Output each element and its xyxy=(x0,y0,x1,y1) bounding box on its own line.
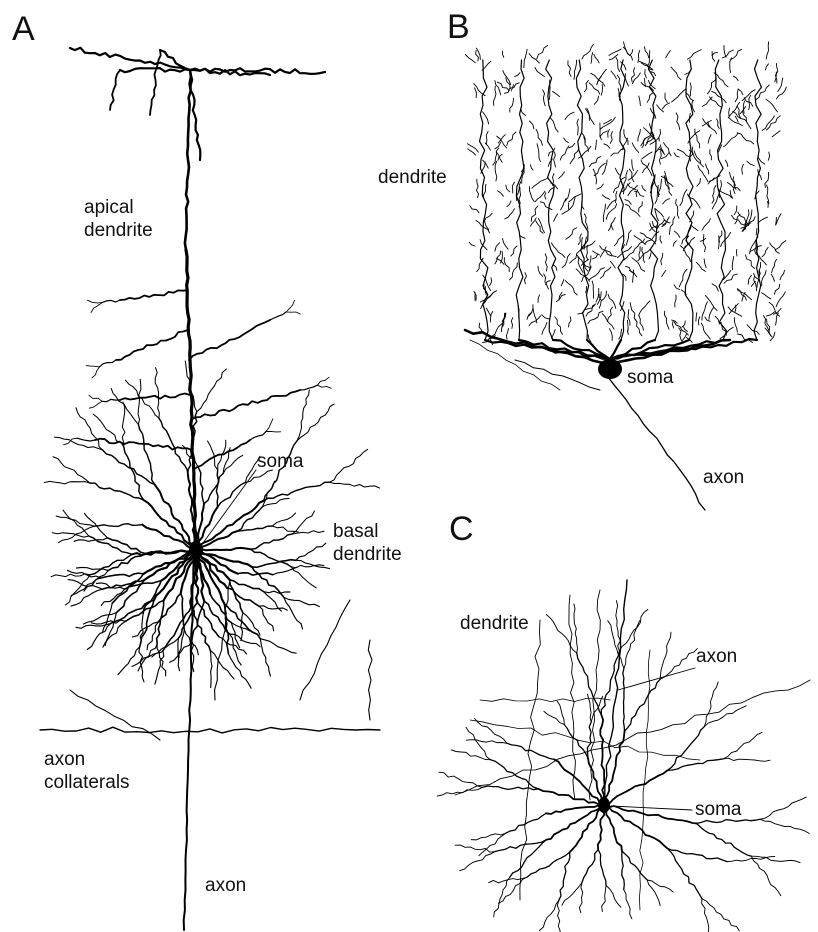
stellate-dendrite xyxy=(482,786,538,790)
stellate-dendrite xyxy=(667,848,727,861)
stellate-dendrite xyxy=(570,805,604,852)
panel-c-axon-label: axon xyxy=(696,645,737,668)
stellate-dendrite xyxy=(647,880,673,892)
stellate-dendrite xyxy=(624,890,632,919)
stellate-dendrite xyxy=(751,856,780,896)
stellate-dendrite xyxy=(723,758,770,761)
stellate-dendrite xyxy=(475,719,507,744)
stellate-dendrite xyxy=(557,701,567,728)
stellate-dendrite xyxy=(527,852,569,877)
panel-a-axon-collaterals-label: axon collaterals xyxy=(44,748,130,794)
panel-a-soma-label: soma xyxy=(257,450,303,473)
stellate-dendrite xyxy=(495,840,546,852)
stellate-dendrite xyxy=(625,679,661,731)
panel-a-letter: A xyxy=(12,12,35,46)
stellate-dendrite xyxy=(727,857,775,862)
stellate-dendrite xyxy=(539,900,559,930)
stellate-dendrite xyxy=(622,851,647,880)
stellate-fiber xyxy=(480,698,610,702)
stellate-dendrite xyxy=(439,772,483,787)
stellate-dendrite xyxy=(437,787,482,796)
panel-a-apical-dendrite-label: apical dendrite xyxy=(84,196,153,242)
stellate-dendrite xyxy=(598,850,606,886)
stellate-fiber xyxy=(569,595,576,800)
stellate-dendrite xyxy=(567,728,588,758)
stellate-dendrite xyxy=(702,899,712,932)
stellate-dendrite xyxy=(559,852,570,900)
stellate-dendrite xyxy=(546,805,604,814)
stellate-dendrite xyxy=(723,732,762,759)
stellate-dendrite xyxy=(510,840,547,878)
stellate-fiber xyxy=(520,620,540,900)
stellate-dendrite xyxy=(660,632,671,679)
stellate-fiber xyxy=(455,680,810,795)
stellate-dendrite xyxy=(466,740,507,744)
stellate-dendrite xyxy=(624,621,640,669)
stellate-dendrite xyxy=(616,601,621,651)
stellate-dendrite xyxy=(460,852,496,871)
panel-c-dendrite-label: dendrite xyxy=(460,612,529,635)
stellate-dendrite xyxy=(602,885,606,911)
stellate-dendrite xyxy=(587,722,591,758)
stellate-dendrite xyxy=(760,819,809,833)
stellate-dendrite xyxy=(623,668,625,731)
panel-b-dendrite-label: dendrite xyxy=(378,166,447,189)
panel-c-soma-label: soma xyxy=(695,798,741,821)
stellate-dendrite xyxy=(606,885,621,907)
stellate-dendrite xyxy=(546,805,604,840)
stellate-dendrite xyxy=(760,797,806,819)
stellate-dendrite xyxy=(702,899,739,931)
panel-b-soma-label: soma xyxy=(627,366,673,389)
stellate-dendrite xyxy=(507,743,554,759)
panel-b-letter: B xyxy=(447,10,470,44)
panel-a-basal-dendrite-label: basal dendrite xyxy=(333,520,402,566)
stellate-soma xyxy=(598,797,610,813)
panel-c-letter: C xyxy=(449,512,474,546)
stellate-dendrite xyxy=(600,715,604,805)
stellate-dendrite xyxy=(660,649,697,680)
stellate-axon-pointer xyxy=(618,668,695,690)
stellate-dendrite xyxy=(692,823,751,856)
stellate-dendrite xyxy=(466,727,491,759)
stellate-dendrite xyxy=(562,883,582,906)
stellate-dendrite xyxy=(579,883,582,913)
stellate-dendrite xyxy=(751,856,800,863)
stellate-dendrite xyxy=(494,877,510,917)
stellate-dendrite xyxy=(622,851,625,889)
stellate-dendrite xyxy=(574,604,578,653)
panel-b-axon-label: axon xyxy=(703,466,744,489)
stellate-dendrite xyxy=(647,880,660,906)
stellate-fiber xyxy=(639,650,650,910)
stellate-dendrite xyxy=(557,900,560,932)
panel-a-axon-label: axon xyxy=(205,874,246,897)
stellate-dendrite xyxy=(582,850,598,883)
